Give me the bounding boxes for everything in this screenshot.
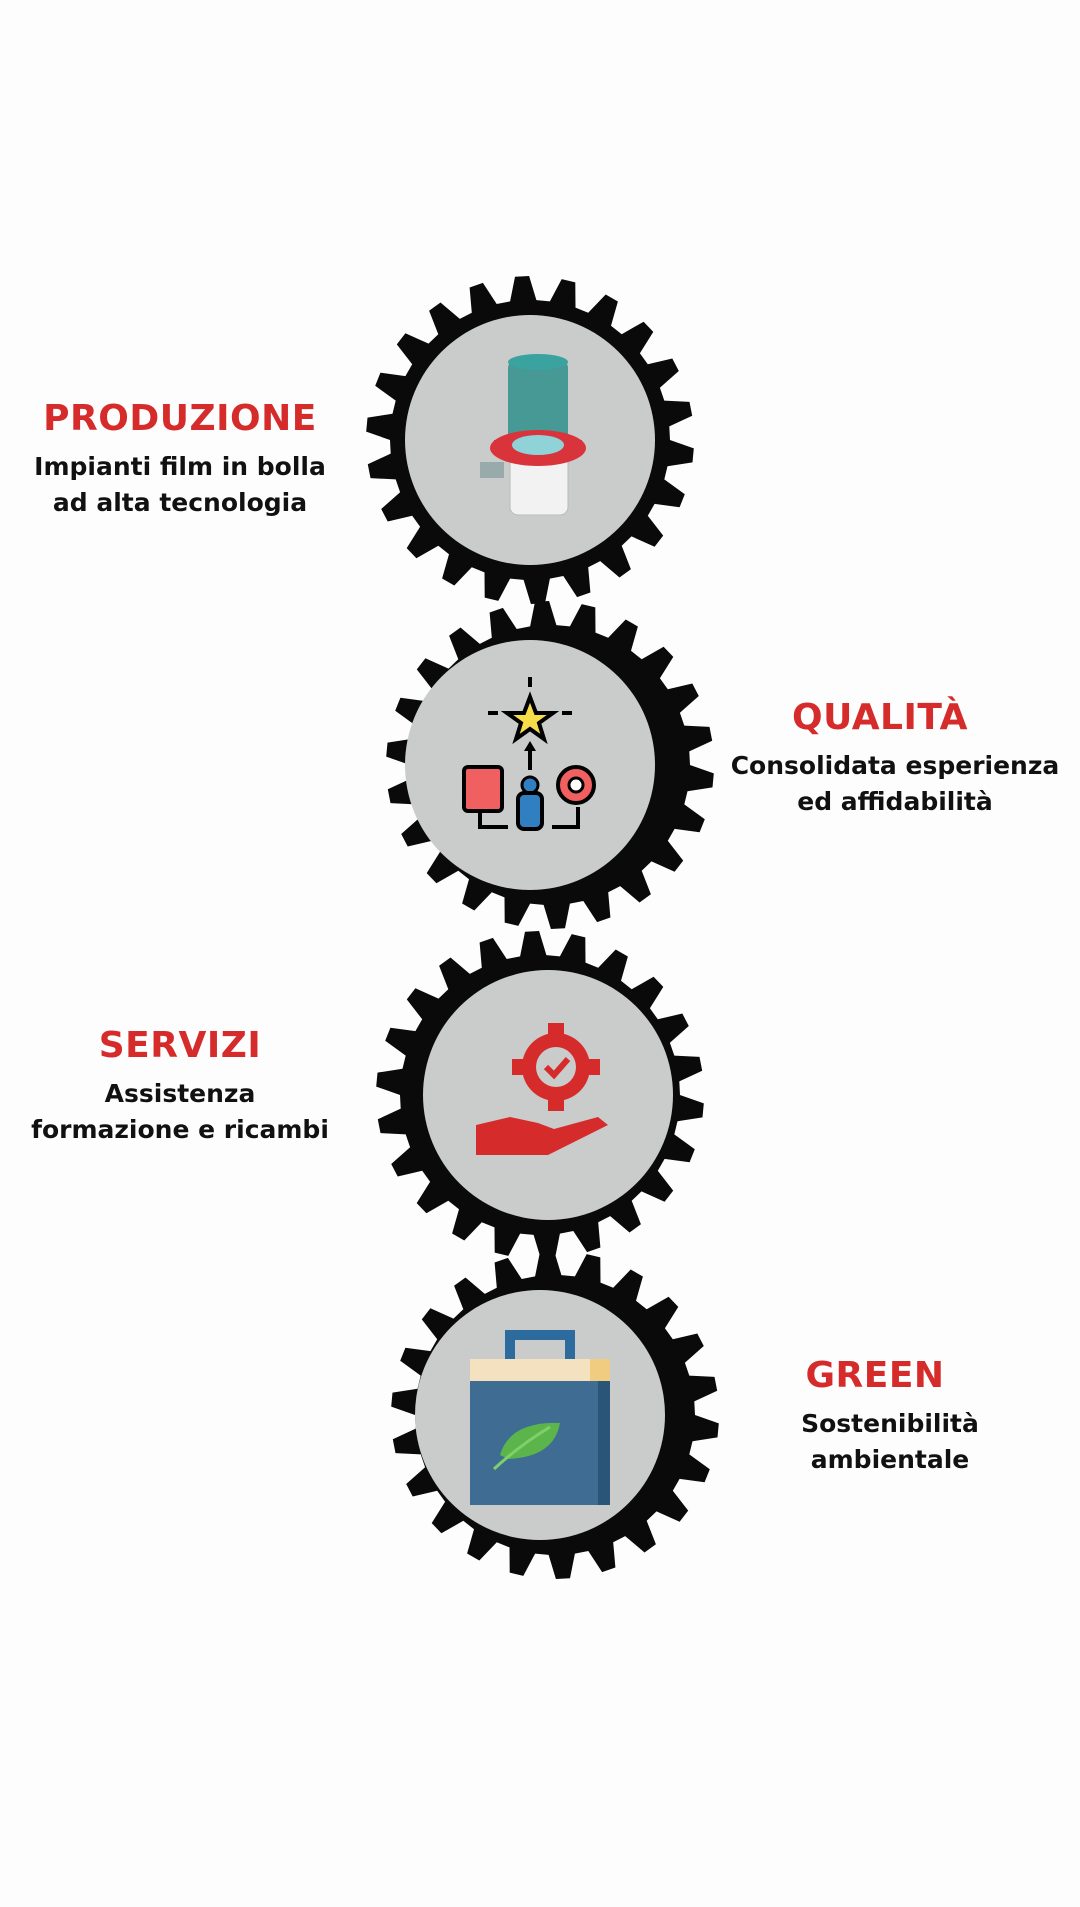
label-green: GREEN Sostenibilità ambientale <box>760 1355 1020 1478</box>
gear-qualita <box>385 600 715 930</box>
produzione-description: Impianti film in bolla ad alta tecnologi… <box>34 452 326 517</box>
servizi-title: SERVIZI <box>98 1025 262 1066</box>
eco-bag-leaf-icon <box>470 1330 610 1505</box>
green-disc <box>415 1290 665 1540</box>
label-servizi: SERVIZI Assistenza formazione e ricambi <box>20 1025 340 1148</box>
green-description: Sostenibilità ambientale <box>801 1409 979 1474</box>
qualita-disc <box>405 640 655 890</box>
gear-produzione <box>365 275 695 605</box>
produzione-title: PRODUZIONE <box>43 398 317 439</box>
label-qualita: QUALITÀ Consolidata esperienza ed affida… <box>725 697 1065 820</box>
teamwork-quality-icon <box>462 677 596 831</box>
hand-gear-service-icon <box>476 1023 608 1155</box>
gear-green <box>390 1250 720 1580</box>
label-produzione: PRODUZIONE Impianti film in bolla ad alt… <box>20 398 340 521</box>
servizi-description: Assistenza formazione e ricambi <box>31 1079 329 1144</box>
extrusion-die-icon <box>480 354 586 516</box>
produzione-disc <box>405 315 655 565</box>
green-title: GREEN <box>805 1355 945 1396</box>
qualita-description: Consolidata esperienza ed affidabilità <box>730 751 1060 816</box>
qualita-title: QUALITÀ <box>791 697 969 738</box>
servizi-disc <box>423 970 673 1220</box>
gear-servizi <box>375 930 705 1260</box>
